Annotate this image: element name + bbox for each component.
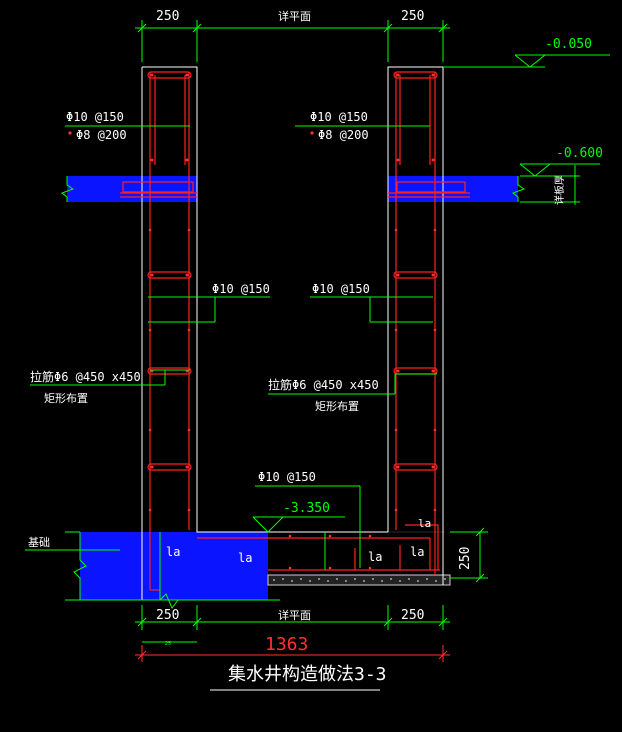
rebar-bottom-slab (197, 524, 440, 571)
la-label-3: la (368, 550, 382, 564)
dim-base-thickness: 250 (458, 547, 473, 570)
slab-thickness-label: 详板厚 (553, 175, 566, 205)
la-label-2: la (238, 551, 252, 565)
right-rebar-dist: Φ8 @200 (318, 128, 369, 142)
rebar-dots (68, 73, 437, 570)
dim-bottom-right: 250 (401, 608, 424, 623)
left-rebar-dist: Φ8 @200 (76, 128, 127, 142)
rebar-slab-ties (122, 181, 466, 193)
dim-overall: 1363 (265, 634, 308, 655)
dim-small-tick: 25 (165, 641, 171, 647)
left-wall-rebar: Φ10 @150 (212, 282, 270, 296)
left-tie-label: 拉筋Φ6 @450 x450 (30, 369, 141, 384)
foundation-label: 基础 (28, 536, 50, 549)
elev-slab: -0.600 (556, 146, 603, 161)
dim-top-left: 250 (156, 9, 179, 24)
elev-bottom: -3.350 (283, 501, 330, 516)
la-label-5: la (418, 517, 431, 530)
rebar-right-wall (388, 71, 470, 575)
bottom-rebar-label: Φ10 @150 (258, 470, 316, 484)
drawing-title: 集水井构造做法3-3 (228, 664, 387, 685)
foundation-block (80, 532, 268, 600)
la-label-1: la (166, 545, 180, 559)
gravel-dots (273, 578, 446, 582)
right-tie-note: 矩形布置 (315, 400, 359, 413)
right-slab (388, 176, 518, 202)
dim-top-right: 250 (401, 9, 424, 24)
overall-dimension (135, 645, 450, 662)
right-tie-label: 拉筋Φ6 @450 x450 (268, 377, 379, 392)
left-tie-note: 矩形布置 (44, 392, 88, 405)
gravel-cushion (267, 574, 451, 586)
pit-outline (141, 66, 444, 600)
la-label-4: la (410, 545, 424, 559)
dim-bottom-left: 250 (156, 608, 179, 623)
right-wall-rebar: Φ10 @150 (312, 282, 370, 296)
dim-bottom-mid: 详平面 (278, 608, 311, 622)
dim-top-mid: 详平面 (278, 9, 311, 23)
elev-top: -0.050 (545, 37, 592, 52)
rebar-left-wall (120, 71, 197, 591)
left-rebar-main: Φ10 @150 (66, 110, 124, 124)
left-slab (67, 176, 197, 202)
right-rebar-main: Φ10 @150 (310, 110, 368, 124)
dimension-lines (25, 20, 610, 643)
